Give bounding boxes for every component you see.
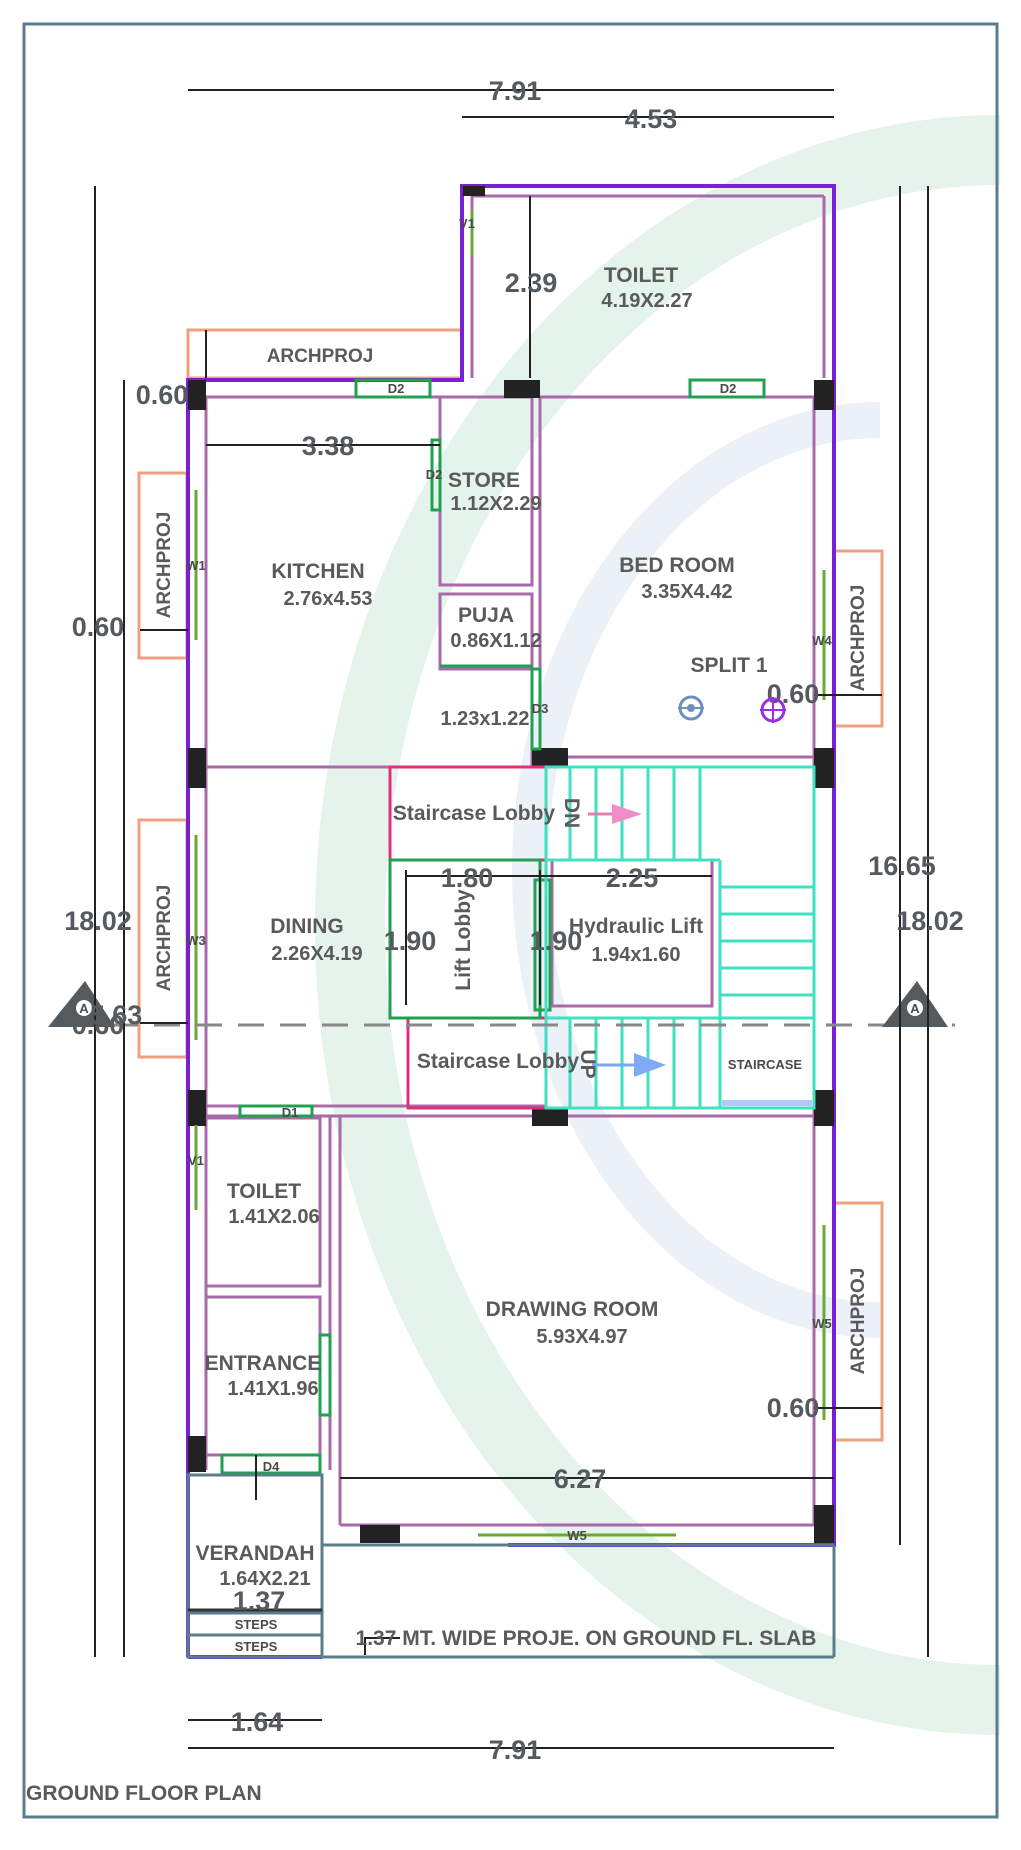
archproj-labels: ARCHPROJ ARCHPROJ ARCHPROJ ARCHPROJ ARCH… bbox=[154, 346, 869, 1374]
room-verandah-size: 1.64X2.21 bbox=[219, 1568, 310, 1590]
section-marker-right bbox=[882, 981, 948, 1027]
doors bbox=[220, 378, 766, 1475]
hydraulic-lift-size: 1.94x1.60 bbox=[592, 944, 681, 966]
staircase-lobby-top-label: Staircase Lobby bbox=[393, 802, 556, 825]
room-drawing-size: 5.93X4.97 bbox=[536, 1326, 627, 1348]
dim-proj-kitchen-side: 0.60 bbox=[72, 612, 125, 642]
dim-proj-dining: 0.60 bbox=[72, 1010, 125, 1040]
room-drawing-name: DRAWING ROOM bbox=[486, 1298, 659, 1321]
room-small-area-size: 1.23x1.22 bbox=[441, 708, 530, 730]
projection-note: 1.37 MT. WIDE PROJE. ON GROUND FL. SLAB bbox=[356, 1627, 817, 1650]
opening-v1-toilet: V1 bbox=[188, 1153, 204, 1168]
room-verandah-name: VERANDAH bbox=[195, 1542, 314, 1565]
room-dining-size: 2.26X4.19 bbox=[271, 943, 362, 965]
opening-v1-top: V1 bbox=[459, 216, 475, 231]
watermark bbox=[315, 115, 1001, 1735]
dim-lobby-height-left: 1.90 bbox=[384, 926, 437, 956]
room-toilet-bottom-size: 1.41X2.06 bbox=[228, 1206, 319, 1228]
room-toilet-bottom-name: TOILET bbox=[227, 1180, 301, 1203]
columns bbox=[188, 186, 834, 1543]
plan-title: GROUND FLOOR PLAN bbox=[26, 1782, 262, 1805]
stair-arrows bbox=[588, 804, 666, 1077]
room-entrance-name: ENTRANCE bbox=[205, 1352, 322, 1375]
dim-right-inner: 16.65 bbox=[868, 851, 936, 881]
dim-drawing-width: 6.27 bbox=[554, 1464, 607, 1494]
split-unit-label: SPLIT 1 bbox=[690, 654, 767, 677]
staircase-lobby-bottom-label: Staircase Lobby bbox=[417, 1050, 580, 1073]
dim-bottom-partial: 1.64 bbox=[231, 1707, 284, 1737]
room-toilet-top-name: TOILET bbox=[604, 264, 678, 287]
staircase-label: STAIRCASE bbox=[728, 1057, 802, 1072]
dim-verandah-width: 1.37 bbox=[233, 1586, 286, 1616]
room-bedroom-size: 3.35X4.42 bbox=[641, 581, 732, 603]
opening-d1: D1 bbox=[282, 1105, 299, 1120]
lift-lobby-label: Lift Lobby bbox=[452, 889, 475, 991]
opening-d2-top-left: D2 bbox=[388, 381, 405, 396]
dim-kitchen-width: 3.38 bbox=[302, 431, 355, 461]
opening-labels: D2 D2 D2 D3 D1 D4 V1 W1 W3 V1 W4 W5 W5 bbox=[186, 216, 832, 1543]
opening-w5-side: W5 bbox=[812, 1316, 832, 1331]
room-bedroom-name: BED ROOM bbox=[619, 554, 735, 577]
archproj-drawing-label: ARCHPROJ bbox=[848, 1268, 869, 1375]
stair-up-label: UP bbox=[576, 1049, 599, 1078]
staircase-flights bbox=[544, 765, 816, 1110]
room-kitchen-size: 2.76x4.53 bbox=[284, 588, 373, 610]
sheet-frame bbox=[22, 22, 999, 1819]
opening-d4: D4 bbox=[263, 1459, 280, 1474]
room-dining-name: DINING bbox=[270, 915, 344, 938]
archproj-bed-label: ARCHPROJ bbox=[848, 585, 869, 692]
staircase-landing bbox=[722, 1100, 812, 1106]
dim-proj-dining-alt: 5.63 bbox=[90, 1000, 143, 1030]
dim-lobby-width: 1.80 bbox=[441, 863, 494, 893]
section-marker-right-label: A bbox=[910, 1001, 920, 1016]
room-store-size: 1.12X2.29 bbox=[450, 493, 541, 515]
windows bbox=[194, 210, 826, 1537]
steps-label-1: STEPS bbox=[235, 1617, 278, 1632]
dim-top-partial: 4.53 bbox=[625, 104, 678, 134]
section-marker-left bbox=[48, 981, 115, 1027]
archproj-kitchen-label: ARCHPROJ bbox=[154, 512, 175, 619]
opening-d3: D3 bbox=[532, 701, 549, 716]
room-toilet-top-size: 4.19X2.27 bbox=[601, 290, 692, 312]
dim-left-overall: 18.02 bbox=[64, 906, 132, 936]
dimensions: 7.91 4.53 1.64 7.91 18.02 16.65 18.02 2.… bbox=[64, 76, 964, 1765]
opening-w3-dining: W3 bbox=[186, 933, 206, 948]
room-kitchen-name: KITCHEN bbox=[271, 560, 364, 583]
dim-lobby-height-right: 1.90 bbox=[530, 926, 583, 956]
room-entrance-size: 1.41X1.96 bbox=[227, 1378, 318, 1400]
dimension-lines bbox=[94, 89, 929, 1749]
archproj-top-label: ARCHPROJ bbox=[267, 346, 374, 367]
steps-label-2: STEPS bbox=[235, 1639, 278, 1654]
room-puja-size: 0.86X1.12 bbox=[450, 630, 541, 652]
section-marker-left-label: A bbox=[79, 1001, 89, 1016]
archproj-dining-label: ARCHPROJ bbox=[154, 885, 175, 992]
stair-dn-label: DN bbox=[560, 798, 583, 828]
room-store-name: STORE bbox=[448, 469, 520, 492]
dim-top-overall: 7.91 bbox=[489, 76, 542, 106]
opening-w4-bed: W4 bbox=[812, 633, 832, 648]
opening-w1-kitchen: W1 bbox=[186, 558, 206, 573]
dim-right-overall: 18.02 bbox=[896, 906, 964, 936]
opening-d2-top-right: D2 bbox=[720, 381, 737, 396]
dim-proj-bed: 0.60 bbox=[767, 679, 820, 709]
dim-bottom-overall: 7.91 bbox=[489, 1735, 542, 1765]
opening-d2-store: D2 bbox=[426, 467, 443, 482]
hydraulic-lift-name: Hydraulic Lift bbox=[569, 915, 703, 938]
dim-proj-kitchen-top: 0.60 bbox=[136, 380, 189, 410]
room-puja-name: PUJA bbox=[458, 604, 514, 627]
dim-proj-drawing: 0.60 bbox=[767, 1393, 820, 1423]
dim-lift-width: 2.25 bbox=[606, 863, 659, 893]
split-unit-symbols bbox=[678, 695, 786, 723]
room-labels: TOILET 4.19X2.27 STORE 1.12X2.29 KITCHEN… bbox=[195, 264, 802, 1654]
dim-toilet-depth: 2.39 bbox=[505, 268, 558, 298]
opening-w5-bottom: W5 bbox=[567, 1528, 587, 1543]
